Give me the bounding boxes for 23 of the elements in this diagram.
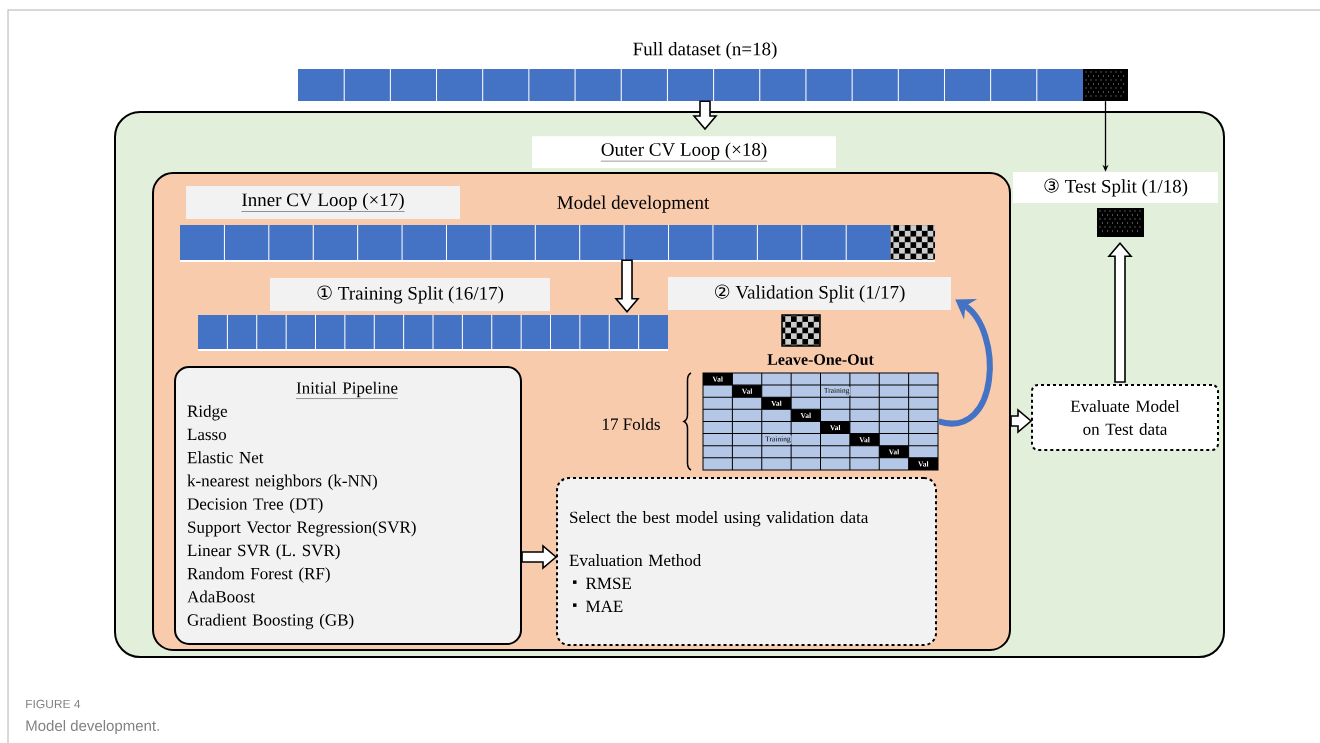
node-label: Leave-One-Out	[767, 354, 874, 365]
selection-box: Select the best model using validation data Evaluation Method RMSE MAE	[556, 477, 937, 646]
split-label: ② Validation Split (1/17)	[668, 277, 951, 310]
model-list-box: Initial Pipeline Ridge Lasso Elastic Net k-nearest neighbors (k-NN) Decision Tree (DT) Support Vector Regression(SVR) Linear SVR (L. SVR) Random Forest (RF) AdaBoost Gradient Boosting (GB)	[174, 366, 522, 645]
data-bar	[197, 314, 669, 351]
loop-label: Inner CV Loop (×17)	[186, 186, 460, 219]
block-arrow	[521, 544, 558, 570]
block-arrow	[692, 100, 718, 131]
block-arrow	[1107, 241, 1133, 383]
fold-count-label: 17 Folds	[603, 417, 660, 430]
validation-sample-cell	[781, 314, 821, 347]
data-bar	[179, 224, 936, 262]
test-sample-cell	[1097, 208, 1144, 237]
split-label: ① Training Split (16/17)	[270, 278, 550, 311]
node-label: Full dataset (n=18)	[633, 42, 777, 60]
dataset-bar: Full dataset (n=18)	[297, 42, 1084, 103]
figure-number: FIGURE 4	[26, 699, 81, 709]
caption: Model development.	[26, 720, 159, 734]
block-arrow	[1010, 408, 1033, 434]
test-sample-cell	[1083, 69, 1128, 101]
split-label: ③ Test Split (1/18)	[1013, 172, 1218, 203]
evaluation-box: Evaluate Model on Test data	[1031, 384, 1219, 451]
block-arrow	[614, 259, 640, 314]
